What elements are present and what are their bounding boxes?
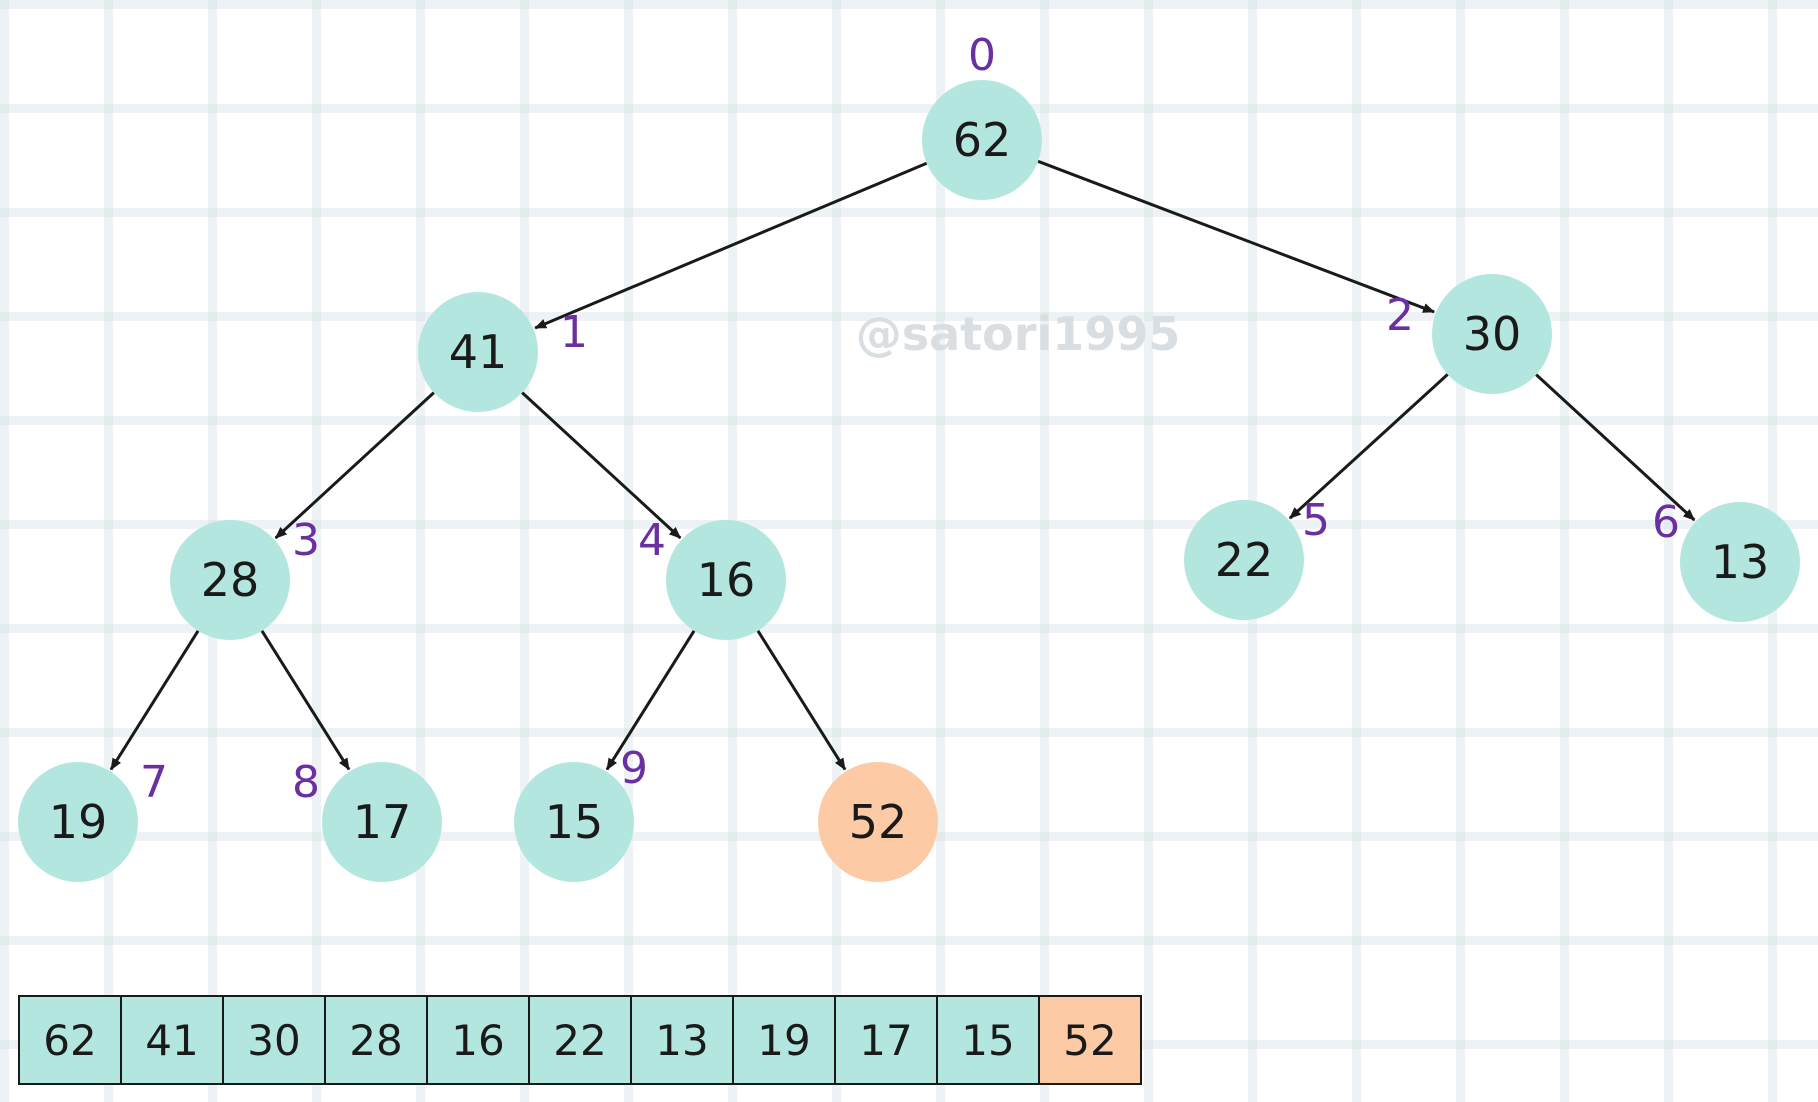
tree-node: 30 2 — [1386, 274, 1552, 394]
array-cell-box — [528, 995, 632, 1085]
tree-node: 13 6 — [1652, 497, 1800, 622]
node-value: 30 — [1463, 307, 1522, 361]
node-value: 17 — [353, 795, 412, 849]
heap-array: 62 41 30 28 16 22 13 19 17 15 52 — [18, 995, 1142, 1085]
node-value: 62 — [953, 113, 1012, 167]
array-cell-value: 30 — [247, 1016, 300, 1065]
node-circle — [18, 762, 138, 882]
node-index-label: 4 — [638, 515, 666, 566]
tree-node: 41 1 — [418, 292, 588, 412]
array-cell-box — [18, 995, 122, 1085]
tree-edge — [109, 630, 200, 771]
tree-edge — [274, 391, 435, 540]
array-cell-value: 41 — [145, 1016, 198, 1065]
array-cell-value: 62 — [43, 1016, 96, 1065]
tree-edge — [1037, 159, 1435, 314]
tree-edge — [260, 630, 351, 771]
tree-node: 52 — [818, 762, 938, 882]
array-cell: 52 — [1038, 995, 1142, 1085]
node-index-label: 0 — [968, 30, 996, 81]
array-cell: 19 — [732, 995, 836, 1085]
array-cell-box — [222, 995, 326, 1085]
array-cell-value: 19 — [757, 1016, 810, 1065]
array-cell-value: 17 — [859, 1016, 912, 1065]
array-cell-value: 15 — [961, 1016, 1014, 1065]
tree-edge — [1288, 373, 1449, 520]
node-index-label: 7 — [140, 757, 168, 808]
array-cell: 62 — [18, 995, 122, 1085]
node-circle — [322, 762, 442, 882]
node-circle — [1432, 274, 1552, 394]
array-cell-value: 13 — [655, 1016, 708, 1065]
node-index-label: 2 — [1386, 290, 1414, 341]
node-value: 22 — [1215, 533, 1274, 587]
array-cell-value: 22 — [553, 1016, 606, 1065]
node-index-label: 1 — [560, 307, 588, 358]
node-circle — [1680, 502, 1800, 622]
tree-edge — [605, 630, 696, 771]
node-index-label: 5 — [1302, 495, 1330, 546]
tree-node: 16 4 — [638, 515, 786, 640]
array-cell-box — [324, 995, 428, 1085]
tree-edge — [756, 630, 847, 771]
node-value: 13 — [1711, 535, 1770, 589]
array-cell: 30 — [222, 995, 326, 1085]
array-cell-value: 52 — [1063, 1016, 1116, 1065]
array-cell: 22 — [528, 995, 632, 1085]
node-circle — [418, 292, 538, 412]
array-cell-value: 16 — [451, 1016, 504, 1065]
node-index-label: 3 — [292, 515, 320, 566]
array-cell: 15 — [936, 995, 1040, 1085]
tree-node: 62 0 — [922, 30, 1042, 200]
array-cell: 16 — [426, 995, 530, 1085]
array-cell: 17 — [834, 995, 938, 1085]
array-cell: 41 — [120, 995, 224, 1085]
tree-edge — [1535, 373, 1696, 522]
array-cell-box — [120, 995, 224, 1085]
node-index-label: 8 — [292, 757, 320, 808]
node-circle — [170, 520, 290, 640]
array-cell-box — [834, 995, 938, 1085]
node-circle — [1184, 500, 1304, 620]
node-circle — [666, 520, 786, 640]
array-cell-box — [936, 995, 1040, 1085]
array-cell: 13 — [630, 995, 734, 1085]
watermark: @satori1995 — [856, 307, 1181, 361]
array-cell: 28 — [324, 995, 428, 1085]
tree-node: 17 8 — [292, 757, 442, 882]
edges — [109, 159, 1696, 771]
tree-node: 15 9 — [514, 743, 648, 882]
inserted-node-circle — [818, 762, 938, 882]
node-value: 28 — [201, 553, 260, 607]
array-cell-box — [1038, 995, 1142, 1085]
node-circle — [922, 80, 1042, 200]
tree-nodes: 62 0 41 1 30 2 28 3 16 4 22 5 13 6 19 7 17 8 15 9 52 — [18, 30, 1800, 882]
array-cell-box — [426, 995, 530, 1085]
node-index-label: 9 — [620, 743, 648, 794]
array-cell-value: 28 — [349, 1016, 402, 1065]
node-value: 41 — [449, 325, 508, 379]
node-value: 19 — [49, 795, 108, 849]
node-index-label: 6 — [1652, 497, 1680, 548]
node-circle — [514, 762, 634, 882]
node-value: 15 — [545, 795, 604, 849]
tree-node: 28 3 — [170, 515, 320, 640]
node-value: 16 — [697, 553, 756, 607]
array-cell-box — [630, 995, 734, 1085]
tree-edge — [521, 391, 682, 540]
node-value: 52 — [849, 795, 908, 849]
tree-node: 19 7 — [18, 757, 168, 882]
tree-edge — [534, 161, 928, 330]
tree-node: 22 5 — [1184, 495, 1330, 620]
array-cell-box — [732, 995, 836, 1085]
